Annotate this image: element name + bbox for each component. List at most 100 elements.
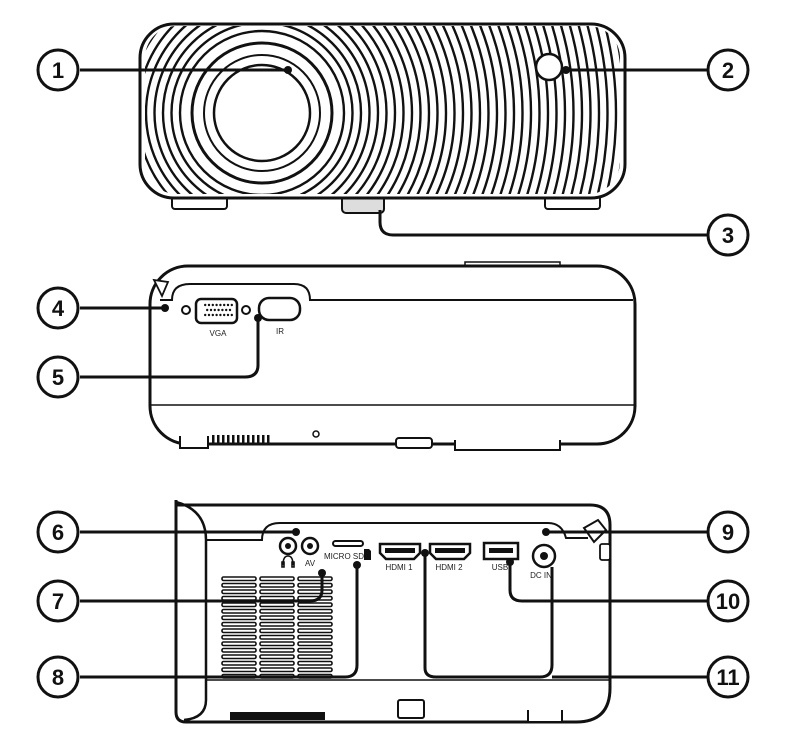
svg-text:2: 2	[722, 58, 734, 83]
rear-vent-slot	[259, 595, 295, 601]
rear-vent-slot	[221, 660, 257, 666]
rear-vent-slot	[221, 647, 257, 653]
vga-pin	[215, 313, 218, 317]
side-panel-outline	[160, 283, 633, 301]
callout-5: 5	[36, 355, 80, 399]
rear-vent-slot	[259, 634, 295, 640]
grill-ridge	[145, 26, 601, 194]
grill-ridge	[145, 26, 524, 194]
rear-vent-slot	[297, 576, 333, 582]
rear-vent-slot	[297, 647, 333, 653]
headphone-icon	[281, 555, 295, 568]
projector-rear-view: AV MICRO SD HDMI 1 HDMI 2 USB DC IN	[174, 500, 612, 724]
grill-ridge	[145, 26, 422, 194]
rear-vent-slot	[259, 660, 295, 666]
rear-vent-slot	[259, 608, 295, 614]
grill-ridge	[145, 26, 490, 194]
rear-vent-slot	[259, 582, 295, 588]
grill-ridge	[145, 26, 609, 194]
rear-foot-center	[397, 699, 425, 719]
callout-9: 9	[706, 510, 750, 554]
rear-vent-slot	[297, 641, 333, 647]
grill-ridge	[145, 26, 482, 194]
vga-pin	[223, 313, 226, 317]
grill-ridge	[145, 26, 380, 194]
rear-vent-slot	[221, 576, 257, 582]
grill-ridge	[145, 26, 507, 194]
rear-vent-slot	[221, 595, 257, 601]
dc-in-pin	[540, 552, 548, 560]
vga-label: VGA	[210, 329, 228, 338]
rear-vent-slot	[221, 634, 257, 640]
callout-6: 6	[36, 510, 80, 554]
ir-label: IR	[276, 327, 284, 336]
rear-vent-slot	[297, 667, 333, 673]
leader-line-5	[80, 318, 260, 379]
side-vent-slot	[242, 435, 245, 443]
rear-vent-slot	[221, 628, 257, 634]
callout-8: 8	[36, 655, 80, 699]
vga-screw-right	[241, 305, 251, 315]
hdmi-2-port-inner	[435, 548, 465, 553]
svg-text:6: 6	[52, 520, 64, 545]
vga-pin	[215, 303, 218, 307]
vga-pin	[207, 313, 211, 317]
ir-receiver	[257, 296, 302, 322]
vga-pin	[204, 313, 207, 317]
hdmi-1-label: HDMI 1	[385, 563, 413, 572]
callout-11: 11	[706, 655, 750, 699]
svg-text:4: 4	[52, 296, 65, 321]
hdmi-1-port-inner	[385, 548, 415, 553]
rear-vent-slot	[297, 615, 333, 621]
av-label: AV	[305, 559, 316, 568]
grill-ridge	[145, 26, 499, 194]
side-clip	[152, 278, 170, 299]
rear-vent-slot	[221, 608, 257, 614]
rear-vent-slot	[221, 589, 257, 595]
grill-ridge	[145, 26, 558, 194]
rear-vent-slot	[259, 647, 295, 653]
side-vents	[212, 435, 270, 443]
grill-ridge	[145, 26, 439, 194]
callout-7: 7	[36, 579, 80, 623]
vga-pin	[226, 313, 230, 317]
svg-text:11: 11	[716, 665, 739, 690]
svg-text:3: 3	[722, 223, 734, 248]
leader-line-11	[423, 553, 554, 679]
vga-pin	[209, 308, 213, 312]
leader-line-8	[80, 565, 359, 679]
rear-vent-slot	[221, 621, 257, 627]
rear-right-latch	[599, 543, 611, 561]
grill-ridge	[153, 26, 371, 194]
front-grill	[145, 26, 620, 194]
rear-vent-slot	[259, 628, 295, 634]
grill-ridge	[145, 26, 414, 194]
leader-lines	[80, 68, 708, 679]
callout-1: 1	[36, 48, 80, 92]
dc-in-label: DC IN	[530, 571, 552, 580]
grill-ridge	[145, 26, 431, 194]
rear-vent-slot	[221, 615, 257, 621]
vga-pin	[206, 308, 209, 312]
vga-pin	[217, 308, 220, 312]
callout-2: 2	[706, 48, 750, 92]
grill-ridge	[145, 26, 533, 194]
callout-4: 4	[36, 286, 80, 330]
grill-ridge	[170, 26, 354, 194]
rear-vent-slot	[259, 602, 295, 608]
side-vent-slot	[237, 435, 240, 443]
side-foot-center	[395, 437, 433, 449]
rear-vent-slot	[259, 667, 295, 673]
micro-sd-slot	[332, 540, 364, 547]
side-vent-slot	[257, 435, 260, 443]
grill-ridge	[145, 26, 575, 194]
side-vent-slot	[262, 435, 265, 443]
side-vent-slot	[212, 435, 215, 443]
grill-ridge	[145, 26, 388, 194]
rear-vent-slot	[297, 608, 333, 614]
leader-line-10	[508, 562, 708, 603]
vga-pins	[204, 303, 233, 317]
rear-vent-slot	[221, 667, 257, 673]
side-screw	[312, 430, 320, 438]
